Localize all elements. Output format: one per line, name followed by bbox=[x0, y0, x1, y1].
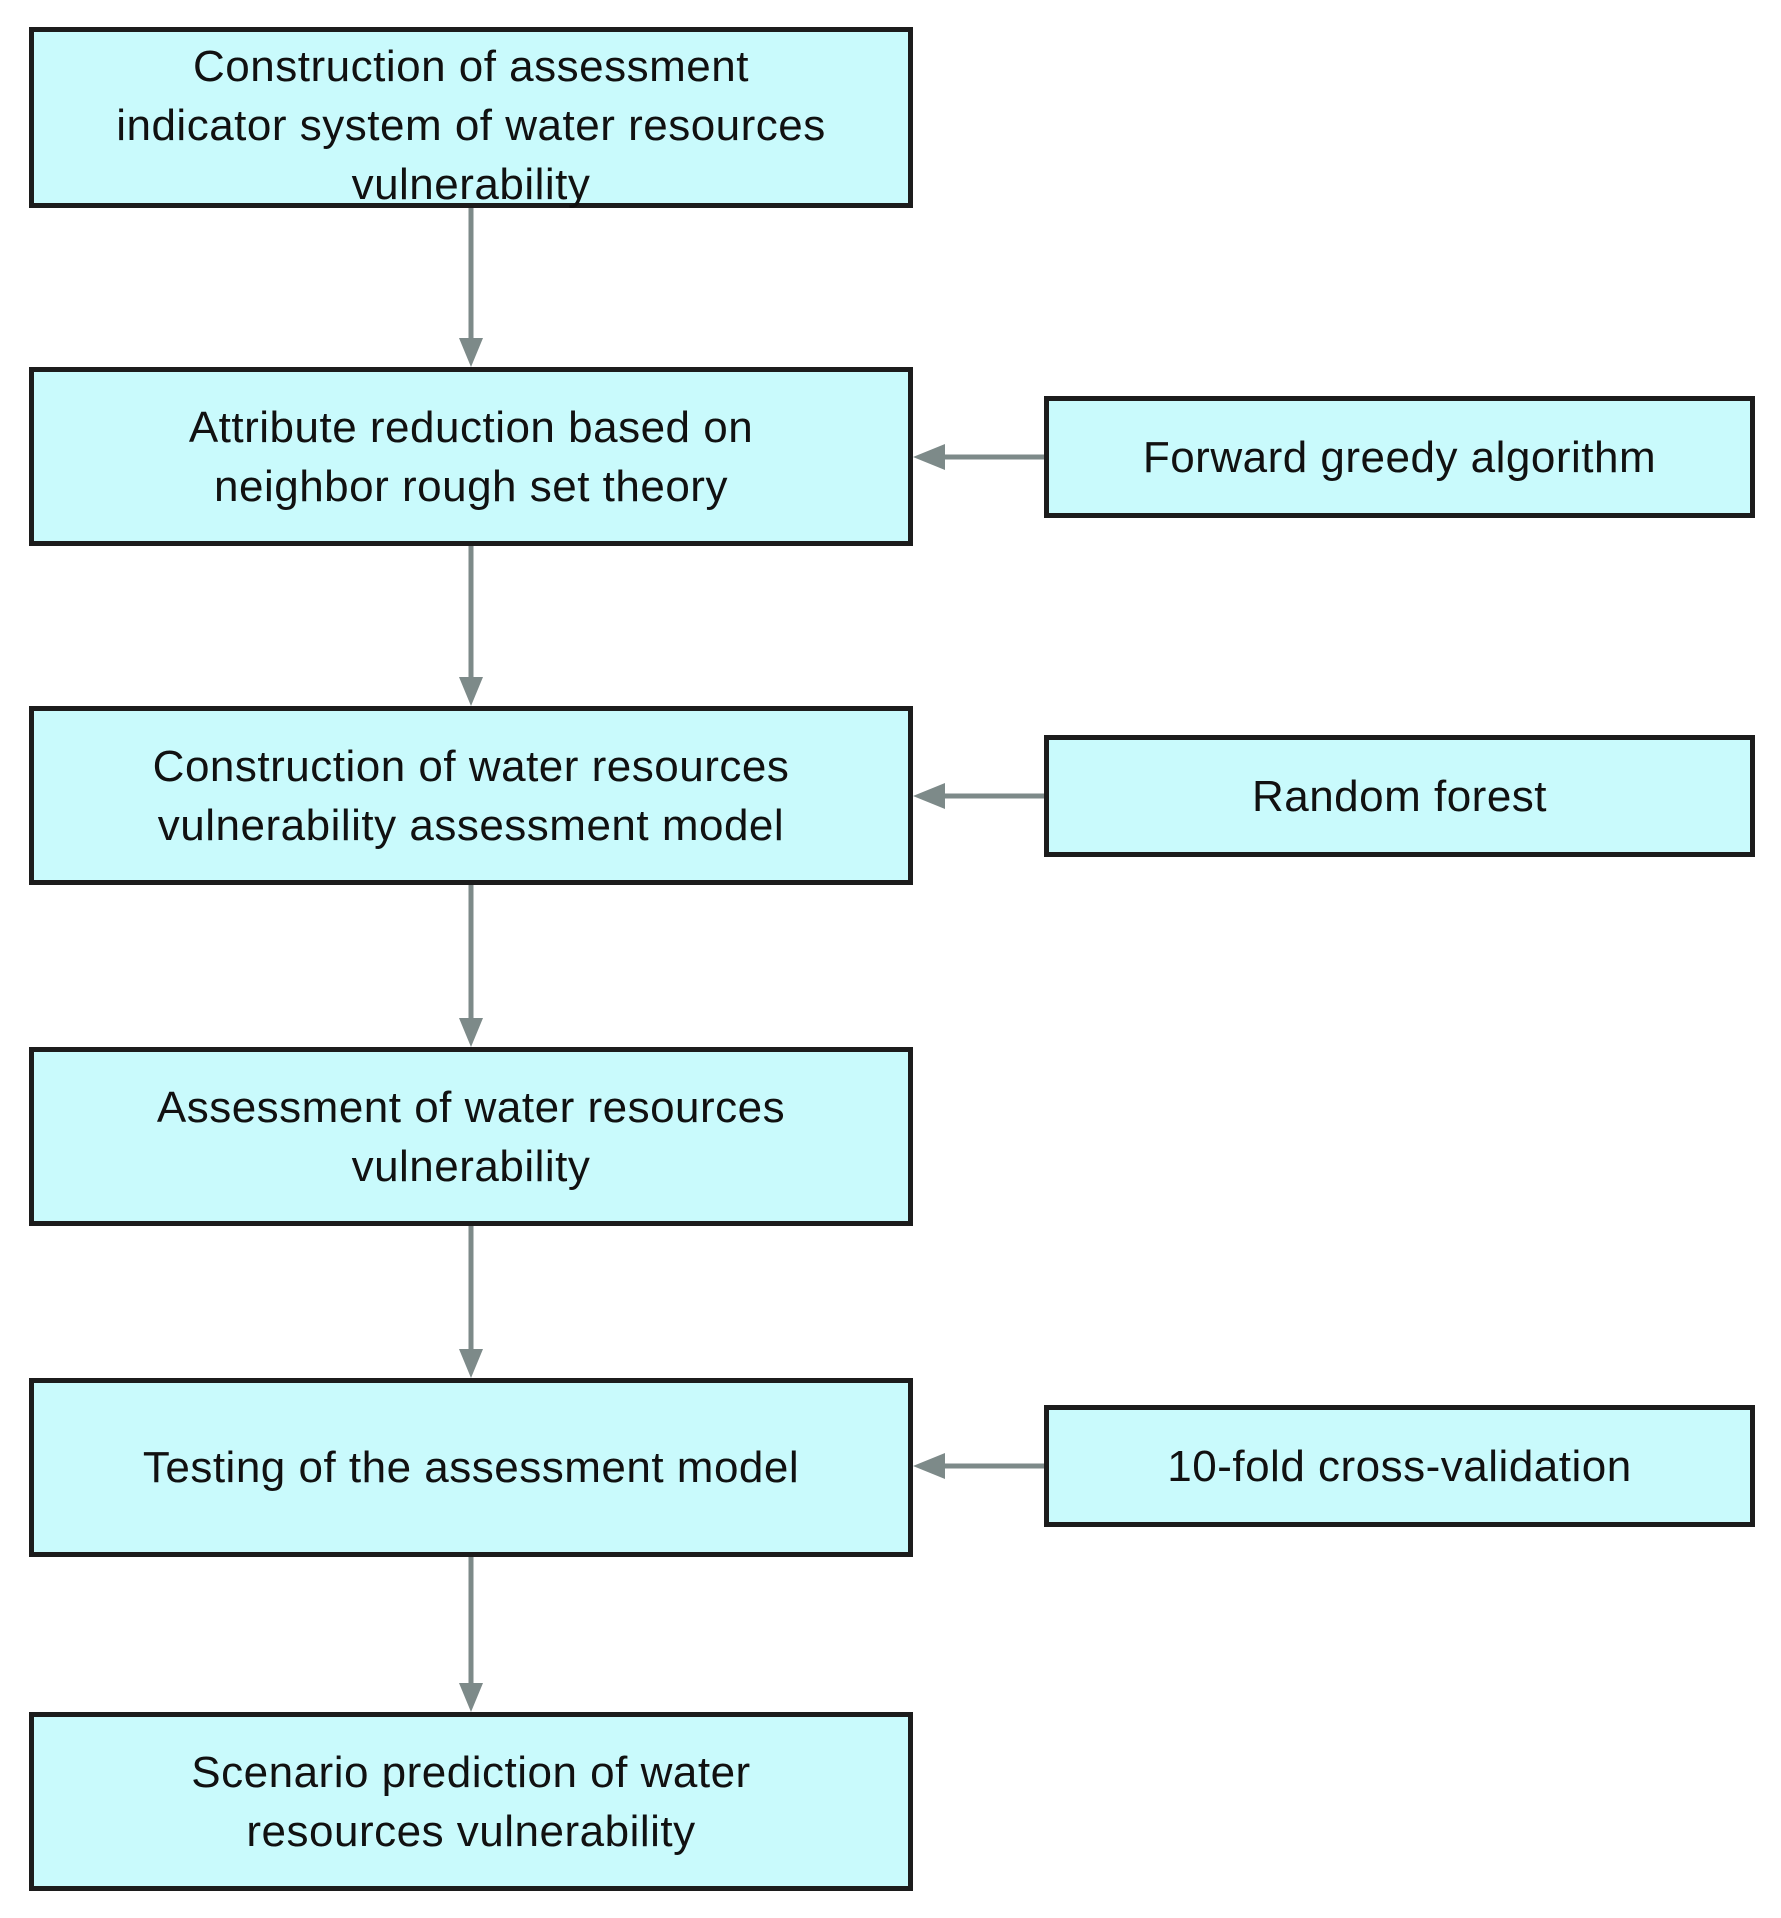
step-label: Construction of assessment indicator sys… bbox=[116, 37, 826, 214]
step-indicator-system: Construction of assessment indicator sys… bbox=[29, 27, 913, 209]
method-cross-validation: 10-fold cross-validation bbox=[1044, 1405, 1755, 1527]
method-label: 10-fold cross-validation bbox=[1167, 1441, 1632, 1491]
step-scenario-prediction: Scenario prediction of water resources v… bbox=[29, 1712, 913, 1891]
step-model-construction: Construction of water resources vulnerab… bbox=[29, 706, 913, 885]
method-random-forest: Random forest bbox=[1044, 735, 1755, 857]
step-vulnerability-assessment: Assessment of water resources vulnerabil… bbox=[29, 1047, 913, 1226]
step-line: vulnerability bbox=[351, 1141, 591, 1191]
step-line: indicator system of water resources bbox=[116, 101, 826, 150]
step-label: Scenario prediction of water resources v… bbox=[191, 1743, 750, 1861]
step-line: neighbor rough set theory bbox=[214, 461, 728, 511]
arrowhead-n3-n4 bbox=[459, 1018, 483, 1047]
step-model-testing: Testing of the assessment model bbox=[29, 1378, 913, 1557]
step-line: Assessment of water resources bbox=[156, 1082, 786, 1132]
side-arrows bbox=[913, 444, 1044, 1479]
step-line: Construction of water resources bbox=[152, 741, 790, 791]
step-label: Assessment of water resources vulnerabil… bbox=[157, 1078, 785, 1196]
arrowhead-s1-n2 bbox=[913, 444, 945, 470]
step-line: Attribute reduction based on bbox=[188, 402, 754, 452]
step-label: Construction of water resources vulnerab… bbox=[153, 737, 790, 855]
method-label: Forward greedy algorithm bbox=[1142, 432, 1657, 482]
step-attribute-reduction: Attribute reduction based on neighbor ro… bbox=[29, 367, 913, 546]
arrowhead-n5-n6 bbox=[459, 1683, 483, 1712]
arrowhead-s3-n5 bbox=[913, 1453, 945, 1479]
method-forward-greedy: Forward greedy algorithm bbox=[1044, 396, 1755, 518]
method-label: Random forest bbox=[1251, 771, 1548, 821]
step-line: resources vulnerability bbox=[246, 1806, 696, 1856]
step-line: vulnerability assessment model bbox=[157, 800, 785, 850]
step-label: Testing of the assessment model bbox=[143, 1438, 799, 1497]
arrowhead-s2-n3 bbox=[913, 783, 945, 809]
step-line: Testing of the assessment model bbox=[142, 1443, 800, 1492]
arrowhead-n1-n2 bbox=[459, 338, 483, 367]
step-line: Construction of assessment bbox=[193, 42, 749, 91]
down-arrows bbox=[459, 208, 483, 1712]
arrowhead-n2-n3 bbox=[459, 677, 483, 706]
step-label: Attribute reduction based on neighbor ro… bbox=[189, 398, 753, 516]
step-line: Scenario prediction of water bbox=[191, 1747, 751, 1797]
arrowhead-n4-n5 bbox=[459, 1349, 483, 1378]
step-line: vulnerability bbox=[351, 160, 591, 209]
